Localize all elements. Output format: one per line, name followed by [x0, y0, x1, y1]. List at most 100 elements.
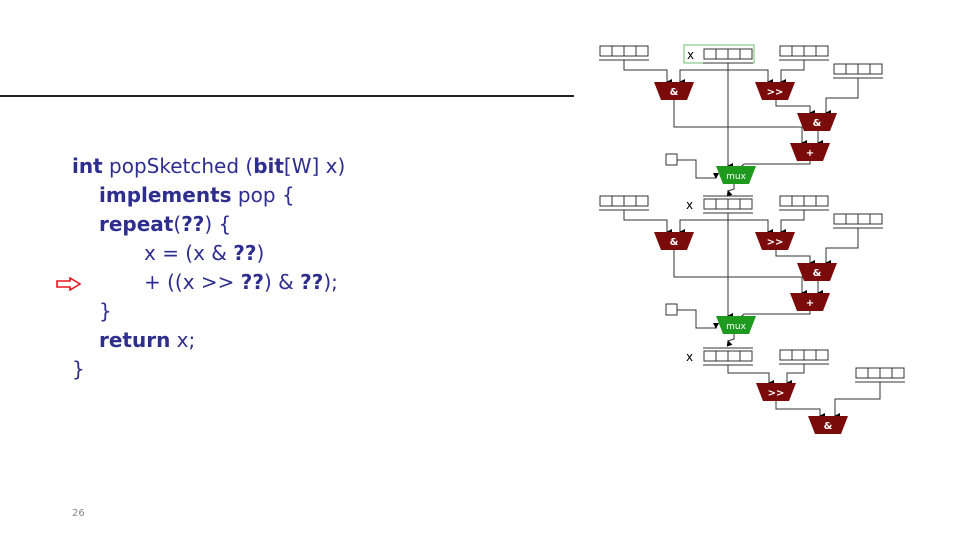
mask-register-cell [623, 45, 637, 57]
wire-mask-to-and [623, 210, 672, 235]
and-gate-label: & [813, 118, 822, 129]
x-register-cell [715, 48, 729, 60]
and-gate-label: & [670, 237, 679, 248]
code-text: popSketched ( [102, 154, 254, 178]
wire-shift-to-and [775, 100, 815, 116]
mask-register-cell [623, 195, 637, 207]
page-number: 26 [72, 508, 85, 519]
wire-add-to-mux [741, 161, 811, 172]
mask2-register-cell [833, 213, 847, 225]
mask2-register-cell [857, 63, 871, 75]
shift-amount-register-cell [791, 45, 805, 57]
x-register-cell [703, 48, 717, 60]
and-gate [654, 82, 694, 100]
wire-mux-out [726, 334, 735, 347]
code-text: x; [170, 328, 196, 352]
keyword: bit [253, 154, 284, 178]
shift-right-gate-label: >> [767, 237, 784, 248]
x-register-cell [703, 350, 717, 362]
shift-right-gate-label: >> [767, 87, 784, 98]
x-register-cell [739, 48, 753, 60]
code-line-assign: x = (x & ??) [72, 239, 345, 268]
red-arrow-icon [56, 277, 82, 291]
shift-right-gate [756, 383, 796, 401]
wire-shamt-to-shift [780, 60, 805, 85]
add-gate-label: + [806, 148, 814, 159]
mask-register-cell [635, 45, 649, 57]
shift-amount-register-cell [803, 349, 817, 361]
code-text: ) & [264, 270, 301, 294]
mask-register-cell [891, 367, 905, 379]
wire-x-to-shift [727, 365, 774, 386]
wire-x-to-and [679, 213, 729, 235]
keyword: int [72, 154, 103, 178]
keyword: implements [99, 183, 232, 207]
shift-right-gate [755, 82, 795, 100]
and-gate [654, 232, 694, 250]
wire-and-to-add [673, 250, 807, 296]
add-gate [790, 143, 830, 161]
mux-gate-label: mux [726, 172, 746, 182]
shift-amount-register-cell [791, 349, 805, 361]
wire-x-to-shift [728, 69, 773, 85]
code-text: ) { [204, 212, 232, 236]
hole: ?? [181, 212, 205, 236]
and-gate-label: & [670, 87, 679, 98]
shift-amount-register-cell [779, 349, 793, 361]
mask-register-cell [867, 367, 881, 379]
mask2-register-cell [869, 63, 883, 75]
wire-and-to-add [673, 100, 807, 146]
wire-mask-to-and [834, 382, 881, 419]
control-input-box [665, 303, 678, 316]
mask2-register-cell [857, 213, 871, 225]
and-gate [797, 113, 837, 131]
code-line-close-repeat: } [99, 299, 112, 323]
keyword: return [99, 328, 171, 352]
mask2-register-cell [845, 63, 859, 75]
wire-mask2-to-and [825, 78, 859, 116]
shift-amount-register-cell [803, 45, 817, 57]
mask-register-cell [611, 195, 625, 207]
x-register-cell [727, 48, 741, 60]
x-label: x [686, 350, 693, 364]
code-block: int popSketched (bit[W] x) implements po… [72, 152, 345, 384]
wire-mask2-to-and [825, 228, 859, 266]
shift-amount-register-cell [815, 349, 829, 361]
wire-mux-out [726, 184, 735, 197]
control-input-box [665, 153, 678, 166]
mask2-register-cell [869, 213, 883, 225]
mask-register-cell [611, 45, 625, 57]
shift-amount-register-cell [779, 195, 793, 207]
wire-shift-to-and [775, 401, 825, 419]
code-line-repeat: repeat(??) { [72, 210, 345, 239]
code-text: pop { [231, 183, 295, 207]
and-gate-label: & [813, 268, 822, 279]
mask2-register-cell [845, 213, 859, 225]
code-line-signature: int popSketched (bit[W] x) [72, 152, 345, 181]
wire-mask-to-and [623, 60, 672, 85]
mask-register-cell [879, 367, 893, 379]
wire-x-to-shift [728, 219, 773, 235]
and-gate-label: & [824, 421, 833, 432]
and-gate [797, 263, 837, 281]
hole: ?? [233, 241, 257, 265]
x-register-cell [727, 198, 741, 210]
x-register-cell [715, 198, 729, 210]
and-gate [808, 416, 848, 434]
shift-right-gate [755, 232, 795, 250]
code-line-shift: + ((x >> ??) & ??); [72, 268, 345, 297]
add-gate [790, 293, 830, 311]
mask-register-cell [855, 367, 869, 379]
code-text: ); [323, 270, 338, 294]
shift-amount-register-cell [791, 195, 805, 207]
shift-amount-register-cell [803, 195, 817, 207]
mask-register-cell [599, 45, 613, 57]
mux-gate [716, 166, 756, 184]
shift-right-gate-label: >> [768, 388, 785, 399]
code-text: ) [256, 241, 265, 265]
keyword: repeat [99, 212, 174, 236]
wire-shift-to-and [775, 250, 815, 266]
code-line-return: return x; [72, 326, 345, 355]
mask-register-cell [599, 195, 613, 207]
